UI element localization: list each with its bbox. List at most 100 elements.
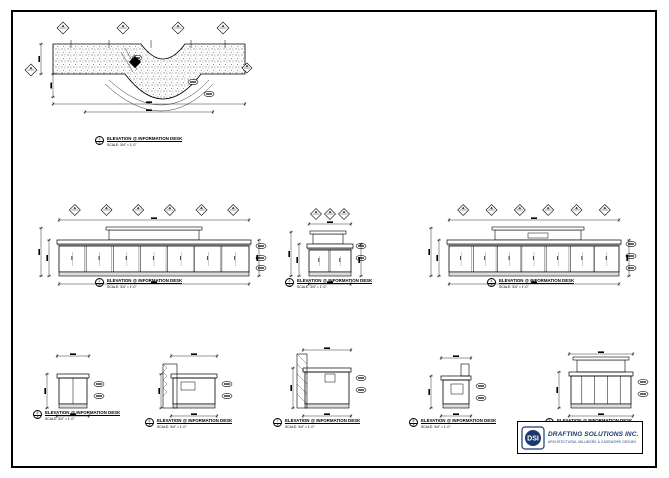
- dimension-line: [169, 413, 219, 418]
- desk-section-b: [158, 353, 233, 418]
- dimension-line: [428, 374, 433, 410]
- section-marker-icon: [132, 204, 145, 216]
- dimension-line: [83, 109, 215, 114]
- desk-section-c: [290, 347, 367, 418]
- dimension-line: [57, 217, 251, 222]
- view-scale: SCALE: 3/4" = 1'-0": [45, 417, 75, 421]
- section-marker-icon: [598, 204, 611, 216]
- view-scale: SCALE: 3/4" = 1'-0": [157, 425, 187, 429]
- section-marker-icon: [116, 21, 130, 35]
- dimension-line: [307, 221, 353, 226]
- desk-section-d: [428, 355, 487, 418]
- dimension-line: [51, 101, 247, 106]
- title-block: DSI DRAFTING SOLUTIONS INC. ARCHITECTURA…: [517, 421, 643, 454]
- dimension-line: [46, 238, 51, 278]
- dimension-line: [38, 42, 43, 76]
- callout-tag-icon: [475, 383, 487, 389]
- view-title: ELEVATION @ INFORMATION DESK: [285, 418, 361, 424]
- view-scale: SCALE: 3/4" = 1'-0": [107, 143, 137, 147]
- dimension-line: [55, 353, 91, 358]
- callout-tag-icon: [355, 375, 367, 381]
- company-name: DRAFTING SOLUTIONS INC.: [548, 431, 639, 438]
- dimension-line: [38, 226, 43, 278]
- view-title: ELEVATION @ INFORMATION DESK: [499, 278, 575, 284]
- dimension-line: [158, 372, 163, 410]
- section-marker-icon: [324, 208, 336, 220]
- section-marker-icon: [24, 63, 38, 77]
- callout-tag-icon: [637, 391, 649, 397]
- dimension-line: [428, 226, 433, 278]
- section-marker-icon: [216, 21, 230, 35]
- callout-tag-icon: [203, 91, 215, 97]
- dimension-line: [57, 281, 251, 286]
- section-marker-icon: [338, 208, 350, 220]
- dimension-line: [556, 370, 561, 410]
- callout-tag-icon: [187, 79, 199, 85]
- dimension-line: [288, 230, 293, 278]
- dimension-line: [567, 351, 635, 356]
- section-marker-icon: [68, 204, 81, 216]
- dimension-line: [55, 413, 91, 418]
- dimension-line: [567, 413, 635, 418]
- desk-section-a: [44, 353, 105, 418]
- dimension-line: [447, 217, 621, 222]
- dimension-line: [290, 366, 295, 410]
- view-title: ELEVATION @ INFORMATION DESK: [107, 136, 183, 142]
- section-marker-icon: [171, 21, 185, 35]
- desk-rear-elevation: [428, 204, 637, 286]
- section-marker-icon: [241, 62, 253, 74]
- view-title: ELEVATION @ INFORMATION DESK: [157, 418, 233, 424]
- dimension-line: [307, 281, 353, 286]
- view-title: ELEVATION @ INFORMATION DESK: [297, 278, 373, 284]
- view-title: ELEVATION @ INFORMATION DESK: [45, 410, 121, 416]
- callout-tag-icon: [255, 243, 267, 249]
- dimension-line: [169, 353, 219, 358]
- logo-lettering: DSI: [527, 436, 539, 443]
- view-scale: SCALE: 3/4" = 1'-0": [421, 425, 451, 429]
- section-marker-icon: [163, 204, 176, 216]
- callout-tag-icon: [625, 241, 637, 247]
- callout-tag-icon: [625, 253, 637, 259]
- desk-section-e: [556, 351, 649, 418]
- section-marker-icon: [485, 204, 498, 216]
- section-marker-icon: [100, 204, 113, 216]
- callout-tag-icon: [221, 381, 233, 387]
- dimension-line: [256, 238, 261, 278]
- company-logo-icon: DSI: [521, 426, 545, 450]
- cad-drawing: [24, 21, 649, 418]
- desk-plan-view: [24, 21, 253, 114]
- section-marker-icon: [56, 21, 70, 35]
- dimension-line: [439, 413, 473, 418]
- desk-side-elevation: [288, 208, 367, 286]
- dimension-line: [436, 238, 441, 278]
- callout-tag-icon: [637, 379, 649, 385]
- section-marker-icon: [513, 204, 526, 216]
- view-scale: SCALE: 3/4" = 1'-0": [285, 425, 315, 429]
- dimension-line: [44, 372, 49, 410]
- section-marker-icon: [310, 208, 322, 220]
- view-scale: SCALE: 3/4" = 1'-0": [107, 285, 137, 289]
- dimension-line: [439, 355, 473, 360]
- dimension-line: [358, 242, 363, 278]
- dimension-line: [301, 413, 353, 418]
- desk-front-elevation: [38, 204, 267, 286]
- view-title: ELEVATION @ INFORMATION DESK: [107, 278, 183, 284]
- callout-tag-icon: [93, 381, 105, 387]
- view-title: ELEVATION @ INFORMATION DESK: [421, 418, 497, 424]
- callout-tag-icon: [221, 393, 233, 399]
- section-marker-icon: [542, 204, 555, 216]
